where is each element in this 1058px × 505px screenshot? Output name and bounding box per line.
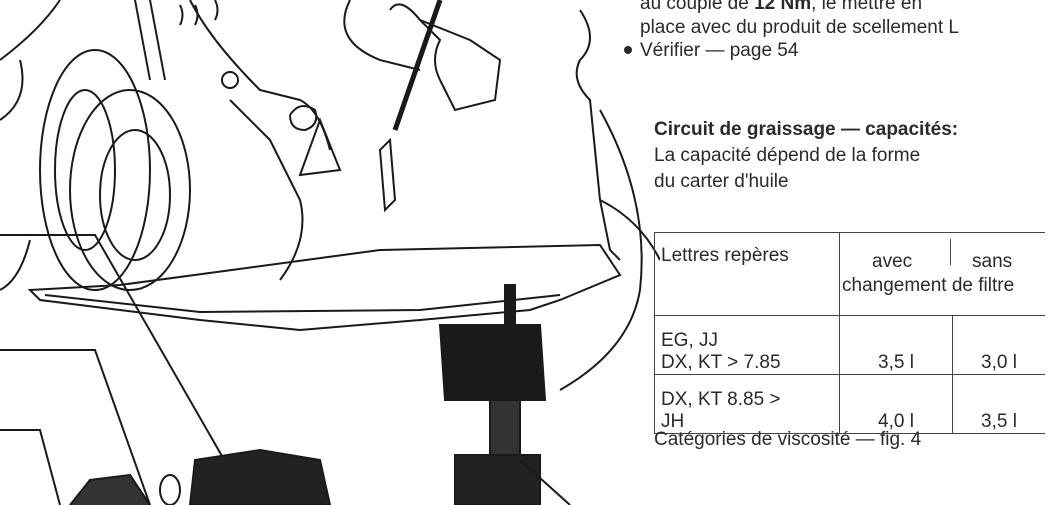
instruction-verify-page: Vérifier — page 54 <box>640 40 799 61</box>
viscosity-reference: Catégories de viscosité — fig. 4 <box>654 429 922 450</box>
table-row: EG, JJ DX, KT > 7.85 3,5 l 3,0 l <box>654 315 1045 375</box>
section-heading: Circuit de graissage — capacités: <box>654 119 959 140</box>
row1-avec: 3,5 l <box>839 315 953 375</box>
row2-letters: DX, KT 8.85 > JH <box>654 374 840 434</box>
table-header-row: Lettres repères avec sans changement de … <box>654 232 1045 316</box>
pulley-outer <box>39 49 151 291</box>
bullet-icon <box>624 46 632 54</box>
header-avec: avec <box>872 251 913 272</box>
oil-capacity-table: Lettres repères avec sans changement de … <box>654 232 1045 434</box>
instruction-line-sealant: place avec du produit de scellement L <box>640 17 959 38</box>
table-row: DX, KT 8.85 > JH 4,0 l 3,5 l <box>654 374 1045 434</box>
engine-oil-pump-illustration <box>0 0 660 505</box>
instruction-line-torque: au couple de 12 Nm, le mettre en <box>640 0 922 15</box>
header-filter-change: avec sans changement de filtre <box>839 232 1045 316</box>
torque-value: 12 Nm <box>754 0 812 14</box>
row1-letters: EG, JJ DX, KT > 7.85 <box>654 315 840 375</box>
row2-avec: 4,0 l <box>839 374 953 434</box>
capacity-note-line2: du carter d'huile <box>654 171 789 192</box>
header-lettres-reperes: Lettres repères <box>654 232 840 316</box>
capacity-note-line1: La capacité dépend de la forme <box>654 145 921 166</box>
header-changement-de-filtre: changement de filtre <box>842 275 1015 296</box>
row1-sans: 3,0 l <box>952 315 1045 375</box>
row2-sans: 3,5 l <box>952 374 1045 434</box>
header-divider <box>950 239 951 265</box>
header-sans: sans <box>972 251 1013 272</box>
